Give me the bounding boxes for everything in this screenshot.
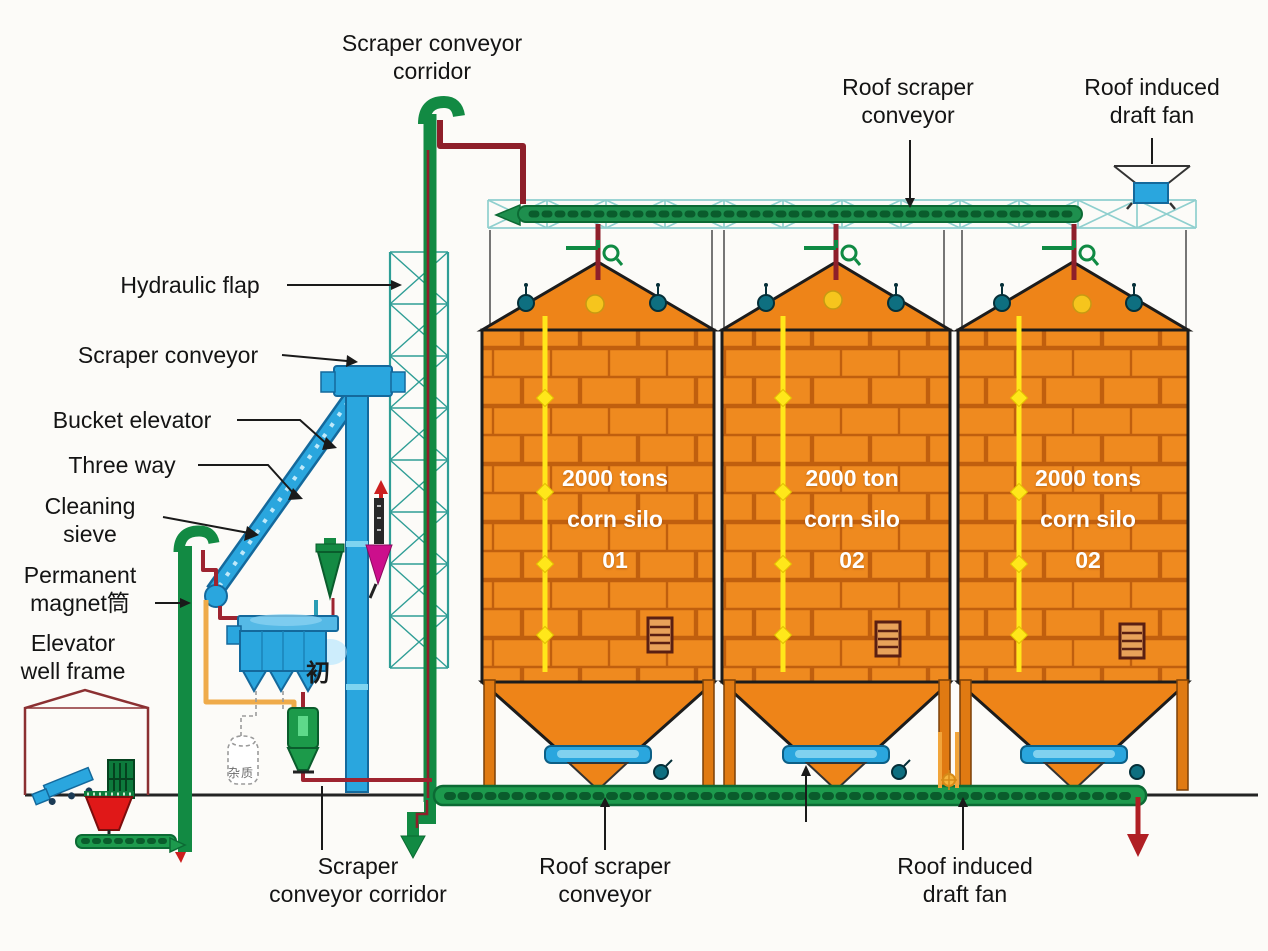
corridor-post xyxy=(173,525,220,852)
thermo-cable xyxy=(1009,316,1029,672)
silo-3-text: 2000 tons corn silo 02 xyxy=(1003,458,1173,581)
label-hydraulic-flap: Hydraulic flap xyxy=(120,272,260,298)
silo-2-text: 2000 ton corn silo 02 xyxy=(767,458,937,581)
silo-capacity: 2000 tons xyxy=(1034,465,1142,491)
process-pipes xyxy=(201,550,432,782)
access-hatch-icon xyxy=(1118,622,1146,660)
elevator-column xyxy=(345,393,369,793)
silo-fill-pipes xyxy=(566,224,1100,280)
slide-gate-highlight xyxy=(557,750,639,758)
slide-gate-highlight xyxy=(795,750,877,758)
hopper-vent-tail xyxy=(903,759,911,767)
aeration-fan-icon xyxy=(938,732,959,790)
roof-fan-icon xyxy=(1113,165,1191,210)
label-scraper-conveyor: Scraper conveyor xyxy=(77,342,259,368)
silo-type: corn silo xyxy=(804,506,900,532)
label-roof-induced-draft-fan-top: Roof induced draft fan xyxy=(1084,74,1220,128)
hopper-vent-icon xyxy=(1129,764,1145,780)
label-line: conveyor corridor xyxy=(269,880,447,907)
silo-hopper xyxy=(954,680,1192,750)
silo-body xyxy=(480,328,716,684)
dump-truck-icon xyxy=(31,766,94,806)
diagonal-scraper xyxy=(208,393,358,597)
hopper-vent-icon xyxy=(653,764,669,780)
silo-type: corn silo xyxy=(567,506,663,532)
label-elevator-well-frame: Elevator well frame xyxy=(20,630,126,684)
label-three-way: Three way xyxy=(68,452,176,478)
roof-vent-icon xyxy=(757,283,905,312)
roof-vent-icon xyxy=(993,283,1143,312)
silo-1-text: 2000 tons corn silo 01 xyxy=(530,458,700,581)
cleaning-sieve-machine xyxy=(226,614,347,694)
column-joint xyxy=(346,684,368,690)
column-joint xyxy=(346,541,368,547)
three-way-valve xyxy=(365,480,393,599)
thermo-cable xyxy=(773,316,793,672)
hopper-vent-icon xyxy=(891,764,907,780)
access-hatch-icon xyxy=(646,616,674,654)
silo-number: 02 xyxy=(839,547,865,573)
elevator-head xyxy=(333,365,393,397)
roof-dot xyxy=(585,294,605,314)
receiving-conveyor xyxy=(75,834,187,863)
hopper-vent-tail xyxy=(665,759,673,767)
roof-dot xyxy=(1072,294,1092,314)
label-line: Scraper xyxy=(317,853,399,879)
discharge-cone xyxy=(1042,762,1106,792)
bucket-elevator-group xyxy=(204,365,406,793)
head-side-box xyxy=(320,371,336,393)
silo-leg xyxy=(959,679,972,791)
magnet-separator xyxy=(286,707,320,774)
silo-hopper xyxy=(718,680,954,750)
elevator-to-roof-pipe xyxy=(437,120,526,204)
down-arrow-green xyxy=(400,798,436,860)
valve-icon xyxy=(566,240,1100,266)
label-roof-scraper-conveyor-bottom: Roof scraper conveyor xyxy=(539,853,671,907)
silo-hopper xyxy=(478,680,718,750)
discharge-cone xyxy=(804,762,868,792)
label-bucket-elevator: Bucket elevator xyxy=(52,407,212,433)
waste-sack-icon xyxy=(227,691,284,785)
down-arrow-red xyxy=(1127,797,1149,857)
truss-supports xyxy=(489,230,1187,328)
silo-leg xyxy=(483,679,496,791)
well-frame-house xyxy=(23,688,150,795)
silo-leg xyxy=(723,679,736,791)
label-scraper-conveyor-corridor-bottom: Scraper conveyor corridor xyxy=(258,853,458,908)
head-side-box xyxy=(390,371,406,393)
receiving-hopper xyxy=(84,791,134,836)
lattice-tower xyxy=(388,251,450,669)
annotation-sieve-char: 初 xyxy=(306,660,330,687)
leader-lines xyxy=(155,138,1153,850)
silo-body xyxy=(720,328,952,684)
label-permanent-magnet: Permanent magnet筒 xyxy=(23,562,137,616)
label-cleaning-sieve: Cleaning sieve xyxy=(44,493,136,547)
thermo-cable xyxy=(535,316,555,672)
label-scraper-conveyor-corridor-top: Scraper conveyor corridor xyxy=(341,30,523,84)
silo-capacity: 2000 tons xyxy=(561,465,669,491)
green-riser-pipe xyxy=(400,95,465,860)
silo-1 xyxy=(476,260,720,792)
label-roof-scraper-conveyor-top: Roof scraper conveyor xyxy=(842,74,974,128)
ground-conveyor xyxy=(432,784,1148,807)
silo-leg xyxy=(702,679,715,791)
roof-belt xyxy=(494,203,1083,227)
discharge-cone xyxy=(566,762,630,792)
slide-gate-highlight xyxy=(1033,750,1115,758)
roof-dot xyxy=(823,290,843,310)
annotation-sack-label: 杂质 xyxy=(228,766,255,780)
roof-vent-icon xyxy=(517,283,667,312)
silo-capacity: 2000 ton xyxy=(805,465,899,491)
silo-2 xyxy=(716,260,956,792)
silo-number: 01 xyxy=(602,547,628,573)
label-roof-induced-draft-fan-bottom: Roof induced draft fan xyxy=(897,853,1033,907)
silo-3 xyxy=(952,260,1194,792)
silo-number: 02 xyxy=(1075,547,1101,573)
access-hatch-icon xyxy=(874,620,902,658)
silo-type: corn silo xyxy=(1040,506,1136,532)
silo-leg xyxy=(1176,679,1189,791)
cyclone-icon xyxy=(314,538,345,620)
